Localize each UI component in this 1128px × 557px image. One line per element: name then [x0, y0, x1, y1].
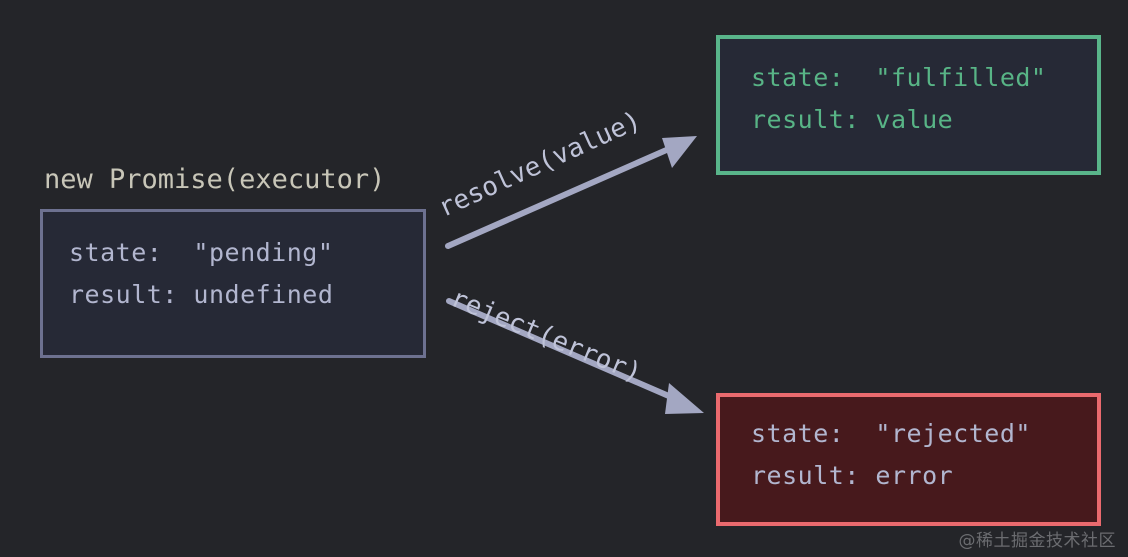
rejected-state-line: state: "rejected"	[751, 419, 1031, 448]
fulfilled-state-lines: state: "fulfilled" result: value	[720, 39, 1097, 171]
pending-state-lines: state: "pending" result: undefined	[43, 212, 423, 355]
watermark: @稀土掘金技术社区	[958, 531, 1116, 551]
reject-arrowhead-icon	[665, 383, 704, 414]
pending-result-line: result: undefined	[69, 280, 334, 309]
rejected-state-box: state: "rejected" result: error	[716, 393, 1101, 526]
resolve-transition-label: resolve(value)	[433, 105, 646, 224]
page-title: new Promise(executor)	[44, 164, 386, 195]
fulfilled-result-line: result: value	[751, 105, 954, 134]
rejected-result-line: result: error	[751, 461, 954, 490]
pending-state-box: state: "pending" result: undefined	[40, 209, 426, 358]
fulfilled-state-box: state: "fulfilled" result: value	[716, 35, 1101, 175]
rejected-state-lines: state: "rejected" result: error	[720, 397, 1097, 522]
resolve-arrowhead-icon	[662, 136, 697, 168]
fulfilled-state-line: state: "fulfilled"	[751, 63, 1047, 92]
reject-transition-label: reject(error)	[446, 283, 646, 389]
pending-state-line: state: "pending"	[69, 238, 334, 267]
